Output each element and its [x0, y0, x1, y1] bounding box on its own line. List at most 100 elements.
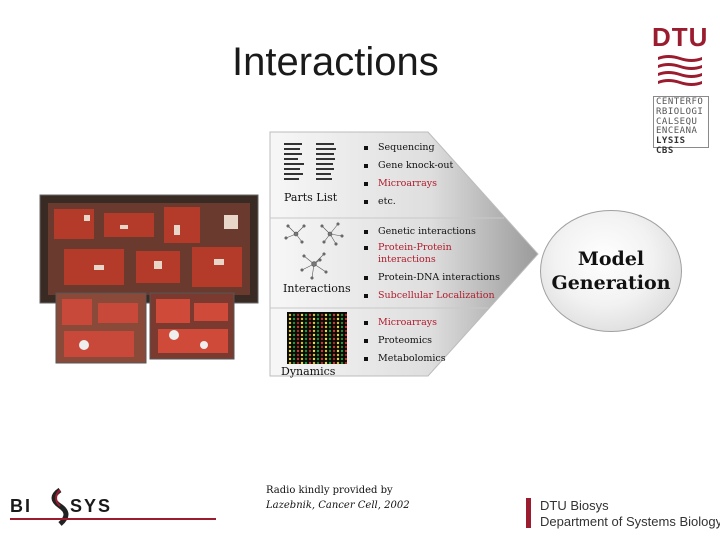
microarray-spot: [312, 353, 316, 357]
microarray-spot: [300, 349, 304, 353]
microarray-spot: [324, 361, 328, 364]
microarray-spot: [324, 329, 328, 333]
microarray-spot: [332, 361, 336, 364]
model-line-1: Model: [577, 248, 645, 270]
microarray-spot: [340, 341, 344, 345]
section-label-interactions: Interactions: [283, 282, 351, 295]
microarray-spot: [316, 353, 320, 357]
list-item: Sequencing: [364, 142, 504, 160]
microarray-spot: [292, 345, 296, 349]
microarray-spot: [300, 345, 304, 349]
microarray-spot: [304, 357, 308, 361]
microarray-spot: [300, 321, 304, 325]
microarray-spot: [336, 313, 340, 317]
microarray-spot: [316, 321, 320, 325]
microarray-spot: [324, 321, 328, 325]
microarray-spot: [344, 341, 347, 345]
section-label-parts-list: Parts List: [284, 191, 338, 204]
microarray-spot: [304, 317, 308, 321]
microarray-spot: [308, 357, 312, 361]
microarray-spot: [320, 357, 324, 361]
microarray-spot: [344, 329, 347, 333]
microarray-spot: [300, 325, 304, 329]
cbs-line: CALSEQU: [656, 116, 698, 127]
radio-circuit-photo: [39, 194, 259, 364]
credit-line-1: Radio kindly provided by: [266, 485, 393, 496]
microarray-spot: [292, 313, 296, 317]
microarray-spot: [340, 345, 344, 349]
microarray-spot: [304, 349, 308, 353]
biosys-tagline-bar: [10, 518, 216, 520]
microarray-spot: [308, 337, 312, 341]
microarray-spot: [340, 357, 344, 361]
cbs-line: LYSIS CBS: [656, 136, 686, 156]
list-item-text: Metabolomics: [378, 353, 446, 364]
microarray-spot: [296, 321, 300, 325]
bullet-list-parts: Sequencing Gene knock-out Microarrays et…: [364, 142, 504, 214]
microarray-spot: [336, 329, 340, 333]
microarray-spot: [340, 353, 344, 357]
list-item: Microarrays: [364, 178, 504, 196]
microarray-spot: [336, 317, 340, 321]
microarray-spot: [316, 349, 320, 353]
microarray-spot: [300, 341, 304, 345]
parts-list-icon: [284, 143, 336, 180]
microarray-spot: [328, 357, 332, 361]
microarray-spot: [320, 361, 324, 364]
bullet-icon: [364, 146, 368, 150]
bullet-icon: [364, 294, 368, 298]
microarray-spot: [320, 325, 324, 329]
bullet-icon: [364, 164, 368, 168]
microarray-spot: [340, 321, 344, 325]
microarray-spot: [296, 329, 300, 333]
bullet-icon: [364, 182, 368, 186]
list-item: Gene knock-out: [364, 160, 504, 178]
microarray-spot: [320, 333, 324, 337]
microarray-spot: [304, 361, 308, 364]
microarray-spot: [292, 317, 296, 321]
biosys-right-text: SYS: [70, 496, 113, 516]
microarray-spot: [344, 353, 347, 357]
microarray-spot: [312, 357, 316, 361]
microarray-spot: [308, 321, 312, 325]
microarray-spot: [320, 313, 324, 317]
microarray-spot: [296, 345, 300, 349]
microarray-spot: [340, 333, 344, 337]
microarray-spot: [312, 337, 316, 341]
dtu-wave-icon: [658, 55, 702, 86]
microarray-spot: [296, 337, 300, 341]
microarray-spot: [296, 333, 300, 337]
microarray-spot: [344, 321, 347, 325]
list-item: Microarrays: [364, 317, 504, 335]
list-item: Protein-Protein interactions: [364, 242, 504, 272]
microarray-spot: [332, 337, 336, 341]
microarray-spot: [300, 353, 304, 357]
microarray-spot: [288, 333, 292, 337]
microarray-spot: [340, 313, 344, 317]
microarray-spot: [336, 333, 340, 337]
slide-title: Interactions: [232, 40, 439, 84]
microarray-spot: [340, 337, 344, 341]
microarray-spot: [316, 337, 320, 341]
microarray-spot: [300, 337, 304, 341]
list-item: Subcellular Localization: [364, 290, 504, 308]
microarray-spot: [332, 317, 336, 321]
microarray-spot: [332, 353, 336, 357]
microarray-spot: [308, 345, 312, 349]
microarray-spot: [320, 353, 324, 357]
microarray-spot: [332, 357, 336, 361]
biosys-logo-mark: [51, 487, 69, 526]
list-item-text: Microarrays: [378, 178, 437, 189]
microarray-spot: [296, 325, 300, 329]
network-graph-icon: [284, 222, 344, 280]
microarray-spot: [312, 317, 316, 321]
microarray-spot: [296, 313, 300, 317]
microarray-spot: [340, 329, 344, 333]
microarray-spot: [304, 313, 308, 317]
microarray-spot: [312, 321, 316, 325]
microarray-spot: [304, 345, 308, 349]
bullet-icon: [364, 357, 368, 361]
dtu-biosys-bar: [526, 498, 531, 528]
biosys-left-text: BI: [10, 496, 32, 516]
